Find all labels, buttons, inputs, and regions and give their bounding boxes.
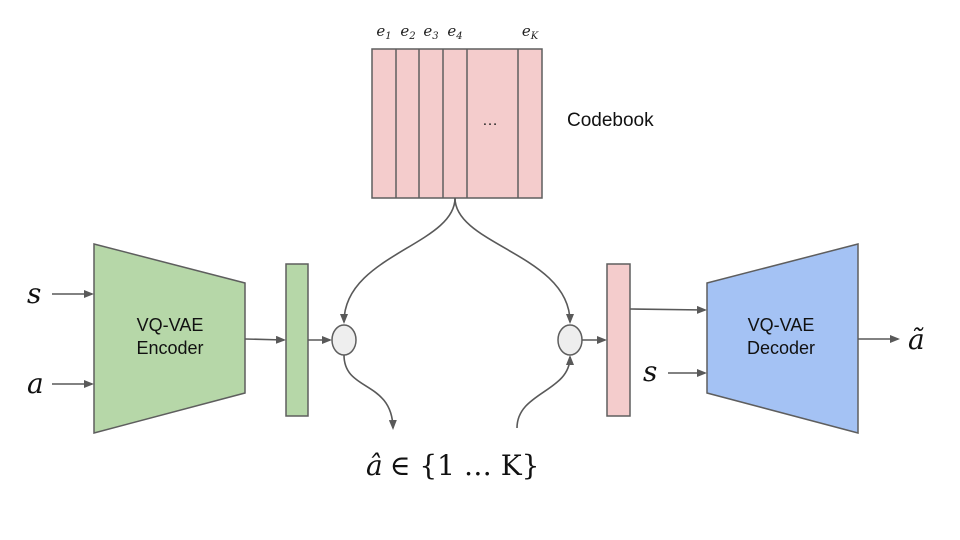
latent-index-expression: â ∈ {1 … K} — [366, 449, 540, 482]
codebook-label: Codebook — [567, 110, 654, 131]
decoder: VQ-VAE Decoder — [706, 243, 859, 434]
nearest-neighbor-node — [331, 324, 357, 356]
codebook-entry-label: e3 — [423, 22, 438, 42]
latent-index-symbol: â — [366, 449, 383, 482]
decoder-label-line1: VQ-VAE — [748, 315, 815, 335]
encoder-input-a: a — [27, 367, 44, 400]
lookup-node — [557, 324, 583, 356]
decoder-input-s: s — [643, 355, 657, 388]
codebook-ellipsis: … — [482, 112, 498, 129]
decoder-output-a-tilde: ã — [908, 323, 925, 356]
decoder-trapezoid — [706, 243, 859, 434]
codebook-entry-label: e4 — [447, 22, 462, 42]
codebook: … e1 e2 e3 e4 eK Codebook — [371, 22, 654, 199]
codebook-block — [371, 48, 543, 199]
latent-vector — [285, 263, 309, 417]
codebook-entry-label: eK — [522, 22, 539, 42]
encoder-label-line1: VQ-VAE — [137, 315, 204, 335]
arrow-codebook-to-left-node — [340, 197, 456, 324]
codebook-entry-label: e2 — [400, 22, 415, 42]
latent-index-set: ∈ {1 … K} — [390, 449, 540, 482]
arrow-quantized-to-decoder — [629, 305, 707, 314]
quantized-vector — [606, 263, 631, 417]
encoder-input-s: s — [27, 277, 41, 310]
encoder-label-line2: Encoder — [136, 338, 203, 358]
decoder-label-line2: Decoder — [747, 338, 815, 358]
codebook-entry-label: e1 — [376, 22, 391, 42]
encoder: VQ-VAE Encoder — [93, 243, 246, 434]
arrow-index-to-right-node — [516, 355, 574, 429]
arrow-node-to-index — [343, 354, 397, 430]
arrow-encoder-to-latent — [244, 335, 286, 344]
arrow-codebook-to-right-node — [454, 197, 574, 324]
encoder-trapezoid — [93, 243, 246, 434]
